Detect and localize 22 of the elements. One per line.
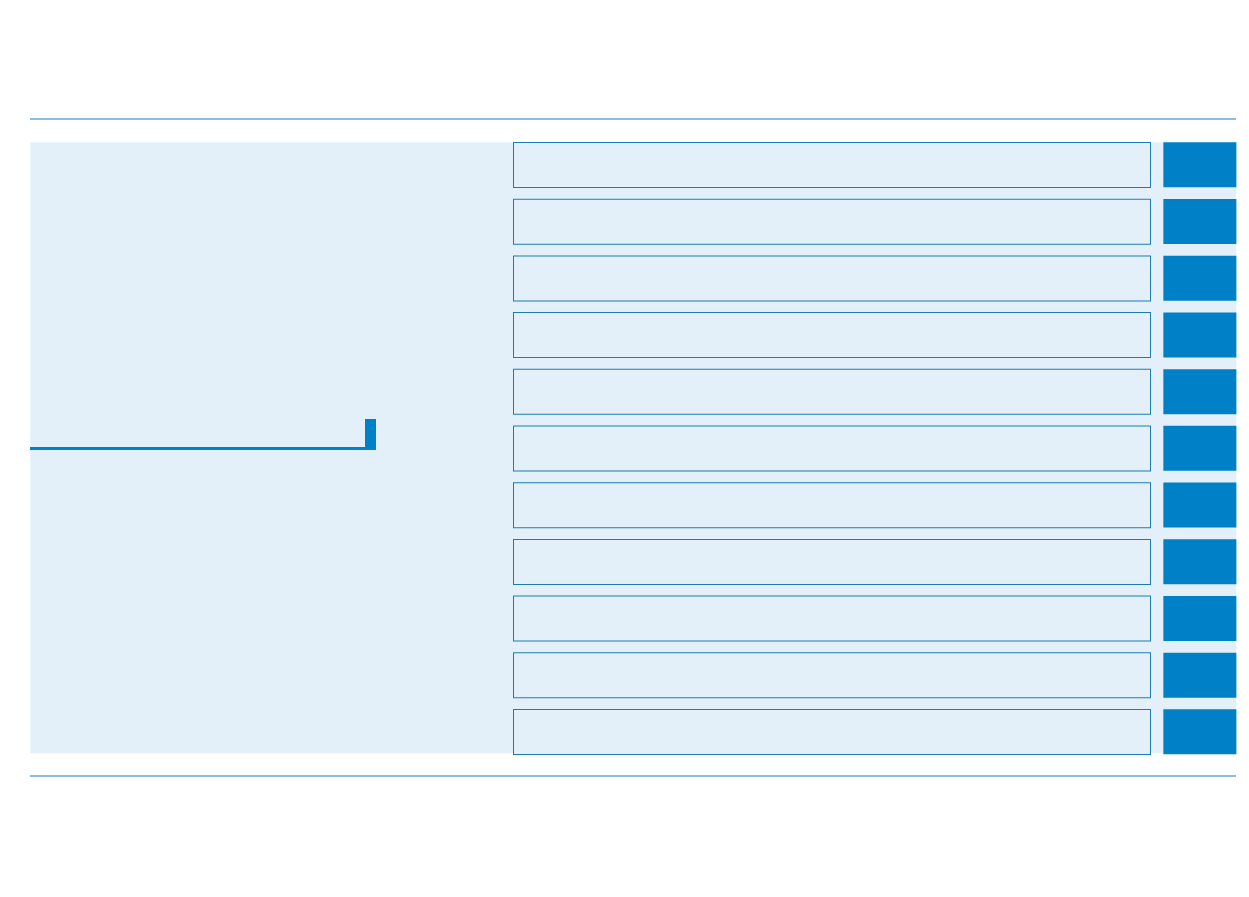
- entry-box: [513, 482, 1151, 529]
- entry-box: [513, 255, 1151, 302]
- entry-box: [513, 709, 1151, 755]
- entry-box: [513, 312, 1151, 359]
- entry-box: [513, 198, 1151, 245]
- entry-box: [513, 595, 1151, 642]
- entry-box: [513, 142, 1151, 188]
- tab-marker: [1163, 595, 1237, 641]
- entry-box: [513, 425, 1151, 472]
- tab-marker: [1163, 425, 1237, 471]
- tab-marker: [1163, 255, 1237, 301]
- tab-marker: [1163, 652, 1237, 698]
- tab-marker: [1163, 142, 1237, 188]
- tab-marker: [1163, 369, 1237, 415]
- entry-box: [513, 368, 1151, 415]
- tab-marker: [1163, 709, 1237, 755]
- tab-marker: [1163, 539, 1237, 585]
- entry-box: [513, 538, 1151, 585]
- tab-marker: [1163, 482, 1237, 528]
- tab-marker: [1163, 312, 1237, 358]
- entry-box: [513, 652, 1151, 699]
- tab-marker: [1163, 199, 1237, 245]
